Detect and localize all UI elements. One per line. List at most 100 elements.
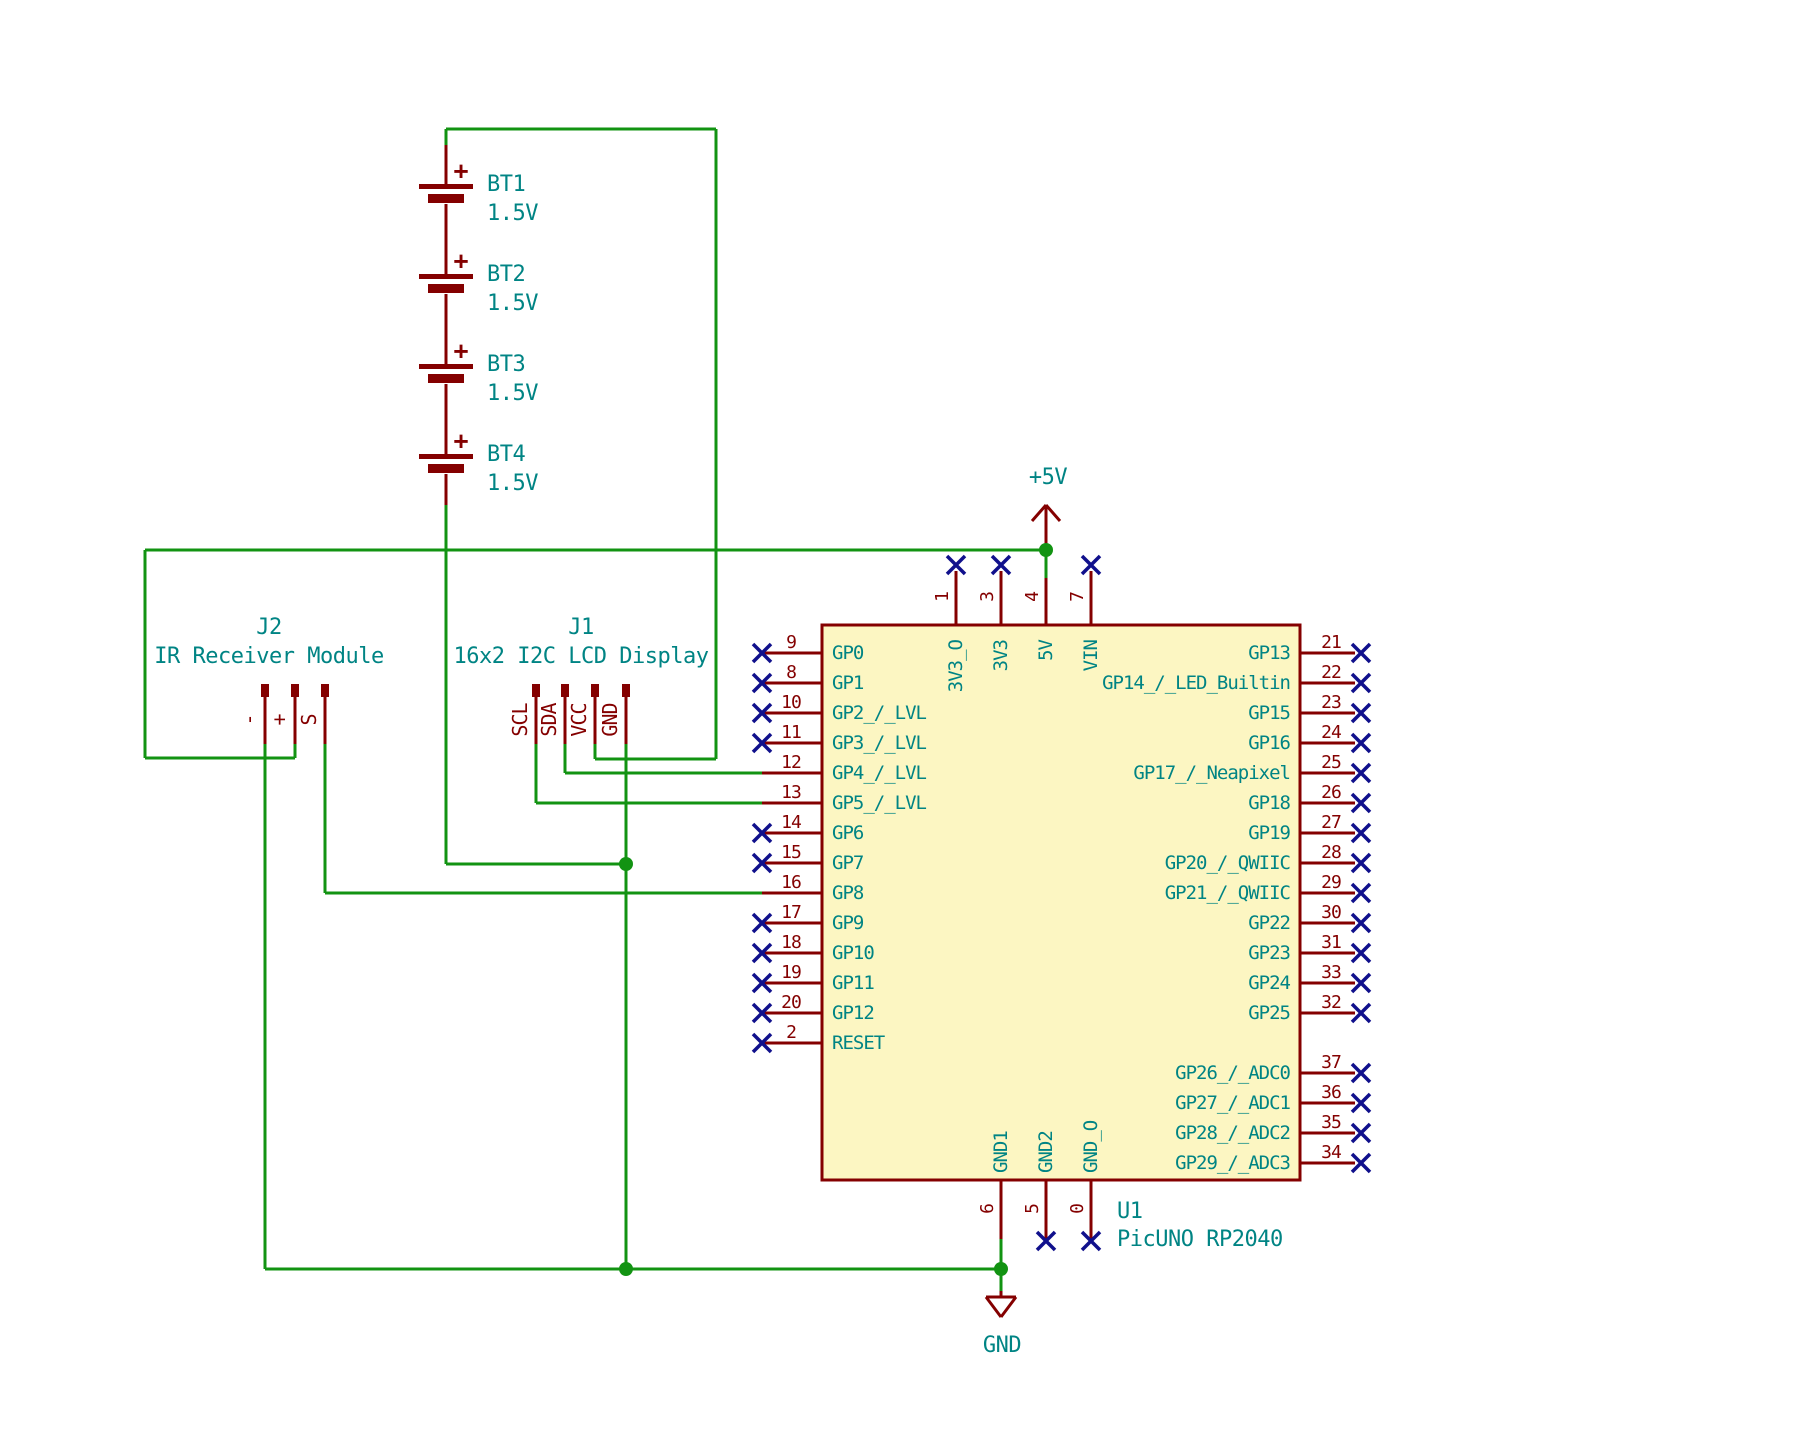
- pin-number-label: 25: [1321, 752, 1341, 773]
- plus5v-arrow: [1030, 504, 1048, 522]
- battery-bt1[interactable]: +: [419, 156, 473, 203]
- pin-number-label: 29: [1321, 872, 1341, 893]
- pin-number-label: 1: [932, 592, 953, 602]
- j1-lcd-display-pin-label: VCC: [567, 703, 591, 736]
- battery-bt4-value: 1.5V: [487, 471, 538, 496]
- no-connect-stroke: [945, 554, 967, 576]
- no-connect-icon: [1350, 882, 1372, 904]
- pin-name-label: GP12: [832, 1002, 874, 1024]
- pin-number-label: 17: [781, 902, 801, 923]
- j1-lcd-display-pin-label: SCL: [508, 702, 532, 736]
- no-connect-stroke: [751, 912, 773, 934]
- no-connect-stroke: [751, 702, 773, 724]
- u1-value: PicUNO RP2040: [1117, 1227, 1283, 1252]
- u1-ref: U1: [1117, 1199, 1143, 1224]
- no-connect-stroke: [751, 822, 773, 844]
- no-connect-stroke: [751, 642, 773, 664]
- no-connect-icon: [1350, 912, 1372, 934]
- pin-name-label: GP15: [1248, 702, 1290, 724]
- no-connect-icon: [751, 822, 773, 844]
- no-connect-stroke: [1350, 822, 1372, 844]
- battery-bt2-value: 1.5V: [487, 291, 538, 316]
- pin-number-label: 21: [1321, 632, 1341, 653]
- battery-plus-mark: +: [453, 336, 468, 365]
- pin-name-label: GP5_/_LVL: [832, 792, 927, 814]
- no-connect-stroke: [1350, 882, 1372, 904]
- pin-name-label: GP25: [1248, 1002, 1290, 1024]
- pin-name-label: GP26_/_ADC0: [1175, 1062, 1290, 1084]
- pin-name-label: 3V3: [990, 639, 1012, 671]
- plus5v-arrow: [1044, 504, 1062, 522]
- pin-number-label: 18: [781, 932, 801, 953]
- pin-number-label: 23: [1321, 692, 1341, 713]
- pin-number-label: 33: [1321, 962, 1341, 983]
- pin-name-label: GP14_/_LED_Builtin: [1102, 672, 1290, 694]
- pin-number-label: 34: [1321, 1142, 1341, 1163]
- pin-number-label: 3: [977, 592, 998, 602]
- no-connect-stroke: [1350, 912, 1372, 934]
- no-connect-icon: [1350, 1122, 1372, 1144]
- battery-bt1-value: 1.5V: [487, 201, 538, 226]
- no-connect-icon: [945, 554, 967, 576]
- battery-plus-mark: +: [453, 156, 468, 185]
- no-connect-stroke: [1350, 1002, 1372, 1024]
- junction-dot: [619, 1262, 633, 1276]
- no-connect-stroke: [1350, 852, 1372, 874]
- no-connect-icon: [751, 972, 773, 994]
- battery-bt3-value: 1.5V: [487, 381, 538, 406]
- pin-number-label: 32: [1321, 992, 1341, 1013]
- pin-name-label: 5V: [1035, 639, 1057, 660]
- no-connect-stroke: [751, 672, 773, 694]
- pin-number-label: 12: [781, 752, 801, 773]
- no-connect-icon: [990, 554, 1012, 576]
- no-connect-stroke: [751, 1032, 773, 1054]
- pin-name-label: GND_O: [1080, 1120, 1102, 1173]
- no-connect-stroke: [1350, 942, 1372, 964]
- j1-lcd-display-pin-cap: [622, 684, 630, 697]
- j2-ir-receiver-pin-cap: [291, 684, 299, 697]
- pin-number-label: 36: [1321, 1082, 1341, 1103]
- gnd-triangle: [999, 1296, 1018, 1318]
- pin-name-label: GP6: [832, 822, 864, 844]
- no-connect-stroke: [751, 1002, 773, 1024]
- pin-name-label: GND2: [1035, 1131, 1057, 1173]
- pin-name-label: GP0: [832, 642, 864, 664]
- no-connect-icon: [1350, 1002, 1372, 1024]
- no-connect-icon: [1350, 792, 1372, 814]
- battery-negative-plate: [428, 464, 464, 473]
- no-connect-icon: [1350, 1062, 1372, 1084]
- u1-body[interactable]: [820, 623, 1302, 1182]
- j1-lcd-display-pin-label: SDA: [537, 702, 561, 736]
- pin-name-label: GP29_/_ADC3: [1175, 1152, 1290, 1174]
- battery-bt3-ref: BT3: [487, 352, 525, 377]
- battery-plus-mark: +: [453, 426, 468, 455]
- plus5v-power-symbol[interactable]: [1030, 504, 1062, 550]
- no-connect-icon: [1350, 1152, 1372, 1174]
- pin-number-label: 13: [781, 782, 801, 803]
- pin-name-label: GP22: [1248, 912, 1290, 934]
- j1-lcd-display-pin-label: GND: [598, 703, 622, 736]
- pin-name-label: GP24: [1248, 972, 1290, 994]
- pin-name-label: GP20_/_QWIIC: [1165, 852, 1290, 874]
- battery-bt2[interactable]: +: [419, 246, 473, 293]
- j2-ir-receiver[interactable]: -+S: [237, 684, 329, 744]
- battery-bt3[interactable]: +: [419, 336, 473, 383]
- battery-bt4[interactable]: +: [419, 426, 473, 473]
- battery-negative-plate: [428, 284, 464, 293]
- pin-number-label: 5: [1022, 1204, 1043, 1214]
- no-connect-stroke: [751, 942, 773, 964]
- j1-lcd-display-pin-cap: [561, 684, 569, 697]
- no-connect-icon: [751, 732, 773, 754]
- no-connect-stroke: [1035, 1230, 1057, 1252]
- no-connect-icon: [1350, 702, 1372, 724]
- battery-positive-plate: [419, 184, 473, 189]
- gnd-power-symbol[interactable]: [984, 1291, 1018, 1318]
- no-connect-icon: [751, 672, 773, 694]
- no-connect-icon: [1350, 1092, 1372, 1114]
- no-connect-stroke: [1080, 554, 1102, 576]
- pin-number-label: 30: [1321, 902, 1341, 923]
- j1-lcd-display-pin-cap: [591, 684, 599, 697]
- pin-name-label: GP18: [1248, 792, 1290, 814]
